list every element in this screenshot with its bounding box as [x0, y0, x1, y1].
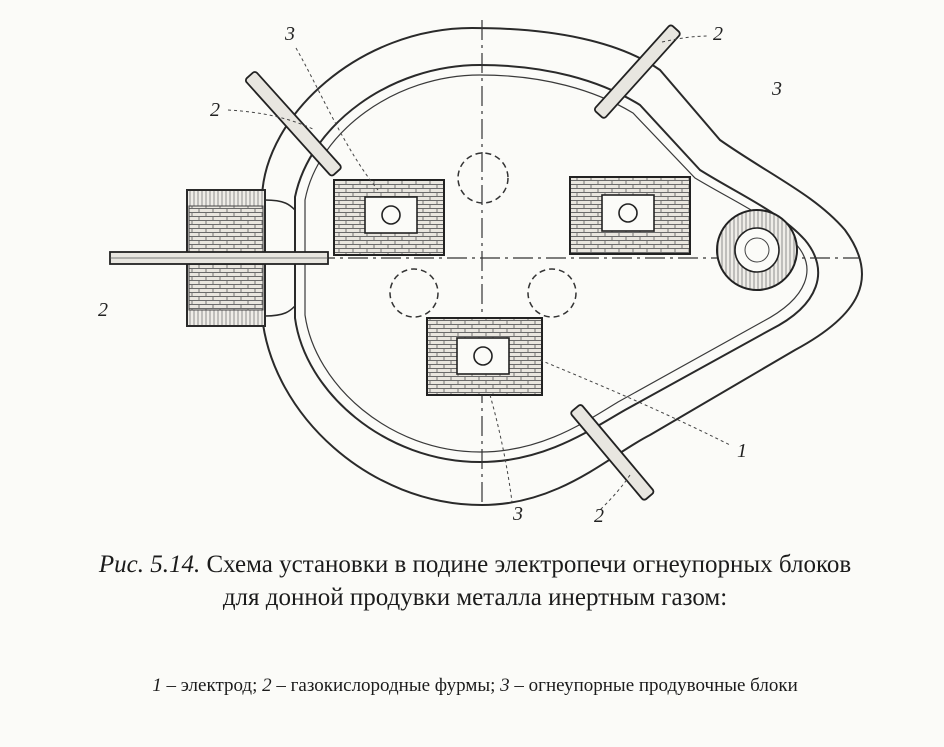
refractory-block [426, 317, 543, 396]
legend-number: 1 [152, 675, 162, 696]
dashed-position-circle [457, 152, 509, 204]
refractory-block [569, 176, 691, 255]
dashed-position-circle [527, 268, 577, 318]
figure-legend: 1 – электрод; 2 – газокислородные фурмы;… [110, 672, 840, 699]
tuyere-left [109, 251, 329, 265]
legend-text: – огнеупорные продувочные блоки [509, 675, 798, 696]
figure-caption: Рис. 5.14. Схема установки в подине элек… [95, 548, 855, 614]
legend-number: 3 [500, 675, 510, 696]
tuyere-top-left [244, 71, 342, 177]
label-tuyere-top-right: 2 [713, 23, 723, 45]
caption-text: Схема установки в подине электропечи огн… [206, 551, 852, 611]
label-tuyere-bottom: 2 [594, 505, 604, 527]
label-tuyere-left: 2 [98, 299, 108, 321]
caption-figure-number: Рис. 5.14. [98, 551, 201, 578]
tuyere-top-right [593, 24, 681, 119]
legend-text: – электрод; [161, 675, 263, 696]
tuyere-bottom [570, 404, 655, 501]
refractory-block [333, 179, 445, 256]
hearth-outer-shell [261, 26, 863, 507]
label-block-top-left: 3 [284, 23, 295, 45]
electrode [716, 209, 798, 291]
furnace-hearth-diagram: 2 3 2 3 2 1 3 2 [98, 20, 863, 527]
label-electrode: 1 [737, 440, 747, 462]
legend-text: – газокислородные фурмы; [271, 675, 501, 696]
legend-number: 2 [262, 675, 272, 696]
dashed-position-circle [389, 268, 439, 318]
label-block-right: 3 [771, 78, 782, 100]
label-tuyere-top-left: 2 [210, 99, 220, 121]
label-block-bottom: 3 [512, 503, 523, 525]
